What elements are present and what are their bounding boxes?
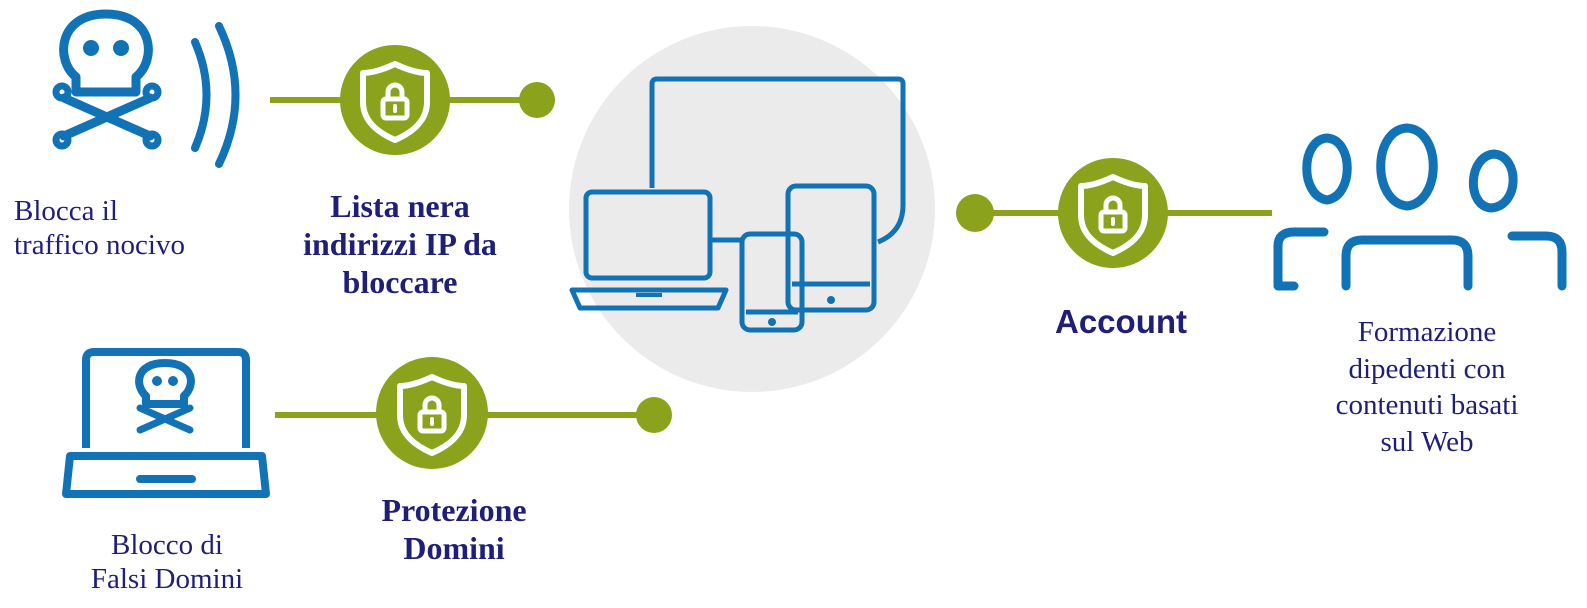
domain-protection-label-line: Protezione <box>381 492 527 528</box>
shield-lock-icon <box>1058 158 1168 268</box>
traffic-label-line: traffico nocivo <box>14 229 185 262</box>
signal-waves-icon <box>191 22 240 168</box>
shield-lock-icon <box>340 45 450 155</box>
account-label: Account <box>1055 303 1187 340</box>
devices-background-circle <box>569 26 935 392</box>
shield-lock-icon <box>376 357 488 469</box>
devices-dots <box>768 296 835 326</box>
fake-domains-label-line: Blocco di <box>111 529 223 561</box>
traffic-label-line: Blocca il <box>14 195 118 227</box>
ip-blacklist-label-line: bloccare <box>342 263 458 300</box>
domain-protection-label: Protezione Domini <box>340 492 568 568</box>
laptop-skull-icon <box>62 348 270 498</box>
ip-blacklist-label: Lista nera indirizzi IP da bloccare <box>282 188 518 301</box>
fake-domains-label-line: Falsi Domini <box>90 563 244 596</box>
traffic-label: Blocca il traffico nocivo <box>14 194 185 262</box>
training-label-line: Formazione <box>1357 316 1497 348</box>
ip-blacklist-label-line: Lista nera <box>330 188 470 224</box>
training-label-line: contenuti basati <box>1335 389 1519 422</box>
skull-eyes <box>83 40 129 56</box>
training-label-line: sul Web <box>1380 425 1474 458</box>
users-group-icon <box>1273 123 1567 291</box>
devices-icon <box>569 76 906 333</box>
skull-crossbones-icon <box>52 9 162 150</box>
domain-protection-label-line: Domini <box>403 529 505 566</box>
training-label-line: dipedenti con <box>1348 352 1506 385</box>
ip-blacklist-label-line: indirizzi IP da <box>303 225 497 262</box>
laptop-skull-eyes <box>152 376 178 386</box>
fake-domains-label: Blocco di Falsi Domini <box>56 528 278 596</box>
training-label: Formazione dipedenti con contenuti basat… <box>1290 314 1564 460</box>
